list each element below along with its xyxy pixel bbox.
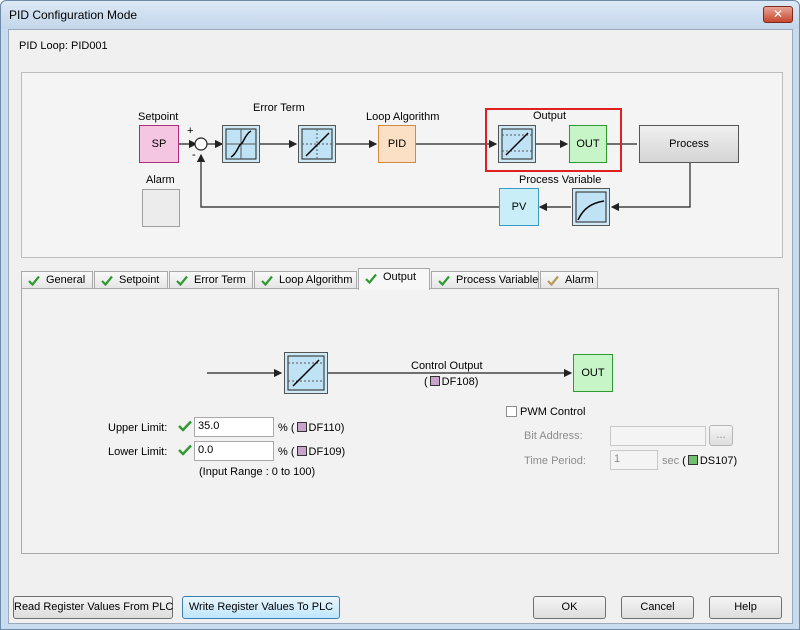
pid-loop-label: PID Loop: PID001 <box>19 40 108 52</box>
alarm-title: Alarm <box>146 174 175 186</box>
sp-block[interactable]: SP <box>139 125 179 163</box>
output-limit-block[interactable] <box>498 125 536 163</box>
lower-addr: DF109 <box>308 446 342 458</box>
bit-address-browse-button[interactable]: ... <box>709 425 733 446</box>
process-variable-title: Process Variable <box>519 174 602 186</box>
read-register-button[interactable]: Read Register Values From PLC <box>13 596 173 619</box>
window-title: PID Configuration Mode <box>9 8 138 22</box>
error-scaling-block[interactable] <box>298 125 336 163</box>
tab-label: General <box>46 274 86 286</box>
input-range-note: (Input Range : 0 to 100) <box>199 466 316 478</box>
upper-unit: % <box>278 422 288 434</box>
time-period-label: Time Period: <box>524 455 586 467</box>
time-unit: sec <box>662 455 680 467</box>
write-register-button[interactable]: Write Register Values To PLC <box>182 596 340 619</box>
check-icon <box>101 275 113 292</box>
float-register-icon <box>296 446 307 456</box>
bit-address-input[interactable] <box>610 426 706 446</box>
loop-algorithm-title: Loop Algorithm <box>366 111 440 123</box>
upper-limit-label: Upper Limit: <box>108 422 168 434</box>
lower-limit-address: % (DF109) <box>278 446 346 458</box>
check-icon <box>28 275 40 292</box>
filter-curve-icon <box>575 191 607 223</box>
tab-alarm[interactable]: Alarm <box>540 271 598 290</box>
check-icon-muted <box>547 275 559 292</box>
upper-addr: DF110 <box>308 422 341 434</box>
control-output-wiring <box>207 368 573 378</box>
linear-crosshair-icon <box>301 128 333 160</box>
time-addr: DS107 <box>699 455 734 467</box>
lower-limit-input[interactable]: 0.0 <box>194 441 274 461</box>
pid-diagram: + - Setpoint SP Alarm Error Term <box>21 72 783 258</box>
pwm-checkbox[interactable] <box>506 406 517 417</box>
alarm-block[interactable] <box>142 189 180 227</box>
minus-sign: - <box>192 149 196 161</box>
title-bar: PID Configuration Mode ✕ <box>1 1 799 29</box>
check-icon <box>261 275 273 292</box>
output-tab-panel: Control Output (DF108) OUT Upper Limit: … <box>21 288 779 554</box>
close-button[interactable]: ✕ <box>763 6 793 23</box>
dialog-client: PID Loop: PID001 <box>8 29 793 624</box>
setpoint-title: Setpoint <box>138 111 179 123</box>
tab-label: Setpoint <box>119 274 160 286</box>
diagram-wiring <box>179 108 691 212</box>
time-period-address: sec (DS107) <box>662 455 738 467</box>
tab-label: Alarm <box>565 274 594 286</box>
time-period-input[interactable]: 1 <box>610 450 658 470</box>
control-output-addr: DF108 <box>441 376 475 388</box>
tab-label: Output <box>383 271 417 283</box>
ok-button[interactable]: OK <box>533 596 606 619</box>
output-ramp-icon <box>501 128 533 160</box>
tab-loop-algorithm[interactable]: Loop Algorithm <box>254 271 357 290</box>
tab-label: Error Term <box>194 274 246 286</box>
error-term-title: Error Term <box>253 102 305 114</box>
control-output-label: Control Output <box>411 360 483 372</box>
out-block-large[interactable]: OUT <box>573 354 613 392</box>
output-ramp-icon <box>287 355 325 391</box>
cancel-button[interactable]: Cancel <box>621 596 694 619</box>
deadband-curve-block[interactable] <box>222 125 260 163</box>
check-icon <box>365 273 377 290</box>
tab-error-term[interactable]: Error Term <box>169 271 253 290</box>
tab-setpoint[interactable]: Setpoint <box>94 271 168 290</box>
tab-general[interactable]: General <box>21 271 93 290</box>
upper-limit-input[interactable]: 35.0 <box>194 417 274 437</box>
help-button[interactable]: Help <box>709 596 782 619</box>
pwm-label: PWM Control <box>520 406 586 418</box>
integer-register-icon <box>687 455 698 465</box>
check-icon <box>176 275 188 292</box>
tab-strip: General Setpoint Error Term Loop Algorit… <box>21 268 783 290</box>
float-register-icon <box>429 376 440 386</box>
tab-output[interactable]: Output <box>358 268 430 290</box>
lower-unit: % <box>278 446 288 458</box>
output-limit-block-large[interactable] <box>284 352 328 394</box>
out-block[interactable]: OUT <box>569 125 607 163</box>
check-icon <box>178 420 192 435</box>
pwm-control-row: PWM Control <box>506 406 585 418</box>
pid-block[interactable]: PID <box>378 125 416 163</box>
output-title: Output <box>533 110 567 122</box>
lower-limit-label: Lower Limit: <box>108 446 168 458</box>
check-icon <box>438 275 450 292</box>
pv-filter-block[interactable] <box>572 188 610 226</box>
pv-block[interactable]: PV <box>499 188 539 226</box>
tab-label: Process Variable <box>456 274 539 286</box>
float-register-icon <box>296 422 307 432</box>
check-icon <box>178 444 192 459</box>
upper-limit-address: % (DF110) <box>278 422 345 434</box>
control-output-address: (DF108) <box>424 376 479 388</box>
nonlinear-curve-icon <box>225 128 257 160</box>
plus-sign: + <box>187 125 194 137</box>
bit-address-label: Bit Address: <box>524 430 583 442</box>
tab-label: Loop Algorithm <box>279 274 353 286</box>
tab-process-variable[interactable]: Process Variable <box>431 271 539 290</box>
process-block[interactable]: Process <box>639 125 739 163</box>
